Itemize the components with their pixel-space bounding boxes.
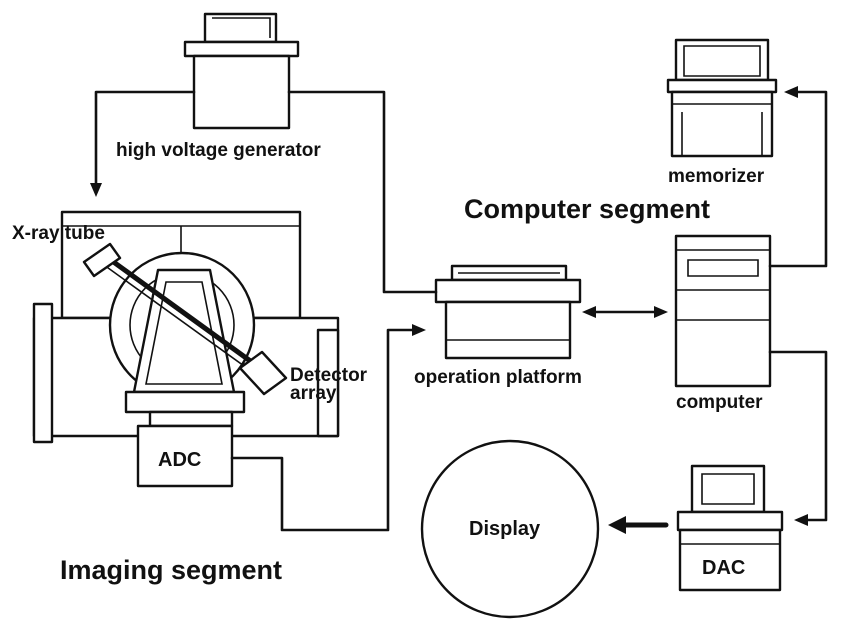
- arrowhead-generator-to-gantry: [90, 183, 102, 197]
- connector-generator-to-platform: [287, 90, 438, 294]
- connector-computer-to-memorizer: [768, 90, 828, 268]
- connector-computer-to-dac: [768, 350, 828, 522]
- label-operation-platform: operation platform: [414, 367, 582, 388]
- label-computer-segment: Computer segment: [464, 194, 711, 224]
- connector-adc-to-platform: [230, 328, 416, 532]
- arrowhead-to-dac: [794, 514, 808, 526]
- label-imaging-segment: Imaging segment: [60, 555, 283, 585]
- arrowhead-to-computer: [654, 306, 668, 318]
- ct-gantry-device: [32, 210, 340, 488]
- arrowhead-to-memorizer: [784, 86, 798, 98]
- label-display: Display: [469, 518, 541, 540]
- label-array: array: [290, 383, 337, 404]
- label-computer: computer: [676, 392, 763, 413]
- label-dac: DAC: [702, 557, 746, 579]
- dac-device: [676, 464, 784, 592]
- label-high-voltage-generator: high voltage generator: [116, 140, 321, 161]
- arrowhead-adc-to-platform: [412, 324, 426, 336]
- arrowhead-to-display: [608, 516, 626, 534]
- memorizer-device: [666, 38, 778, 158]
- label-memorizer: memorizer: [668, 166, 765, 187]
- high-voltage-generator-device: [183, 12, 300, 130]
- arrowhead-to-platform: [582, 306, 596, 318]
- label-xray-tube: X-ray tube: [12, 223, 105, 244]
- label-detector: Detector: [290, 365, 368, 386]
- operation-platform-device: [434, 264, 582, 360]
- computer-device: [674, 234, 772, 388]
- connector-generator-to-gantry: [94, 90, 196, 187]
- label-adc: ADC: [158, 449, 202, 471]
- display-device: [420, 439, 600, 619]
